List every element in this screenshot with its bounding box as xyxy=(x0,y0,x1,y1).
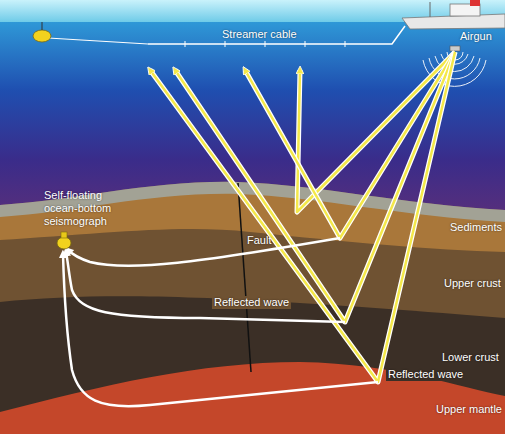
upper-mantle-layer xyxy=(0,362,505,434)
survey-ship xyxy=(402,0,505,29)
layer-label: Lower crust xyxy=(442,351,499,364)
wave-label: Reflected wave xyxy=(212,296,291,309)
airgun-label: Airgun xyxy=(460,30,492,43)
tail-buoy xyxy=(33,22,51,42)
streamer-label: Streamer cable xyxy=(222,28,297,41)
airgun xyxy=(450,46,460,51)
wave-label: Reflected wave xyxy=(386,368,465,381)
fault-label: Fault xyxy=(247,234,271,247)
layer-label: Upper crust xyxy=(444,277,501,290)
reflection-rays xyxy=(150,52,455,382)
upper-crust-layer xyxy=(0,229,505,434)
layer-label: Upper mantle xyxy=(436,403,502,416)
sediment-layer xyxy=(0,182,505,434)
lower-crust-layer xyxy=(0,296,505,434)
ocean-bottom-seismograph xyxy=(57,232,71,249)
streamer-segments xyxy=(185,41,345,47)
refraction-rays xyxy=(63,238,378,406)
buoy-line xyxy=(48,38,148,44)
fault-line xyxy=(238,183,251,372)
streamer-cable xyxy=(148,26,405,44)
layer-label: Sediments xyxy=(450,221,502,234)
seismograph-label: Self-floating ocean-bottom seismograph xyxy=(44,189,124,228)
